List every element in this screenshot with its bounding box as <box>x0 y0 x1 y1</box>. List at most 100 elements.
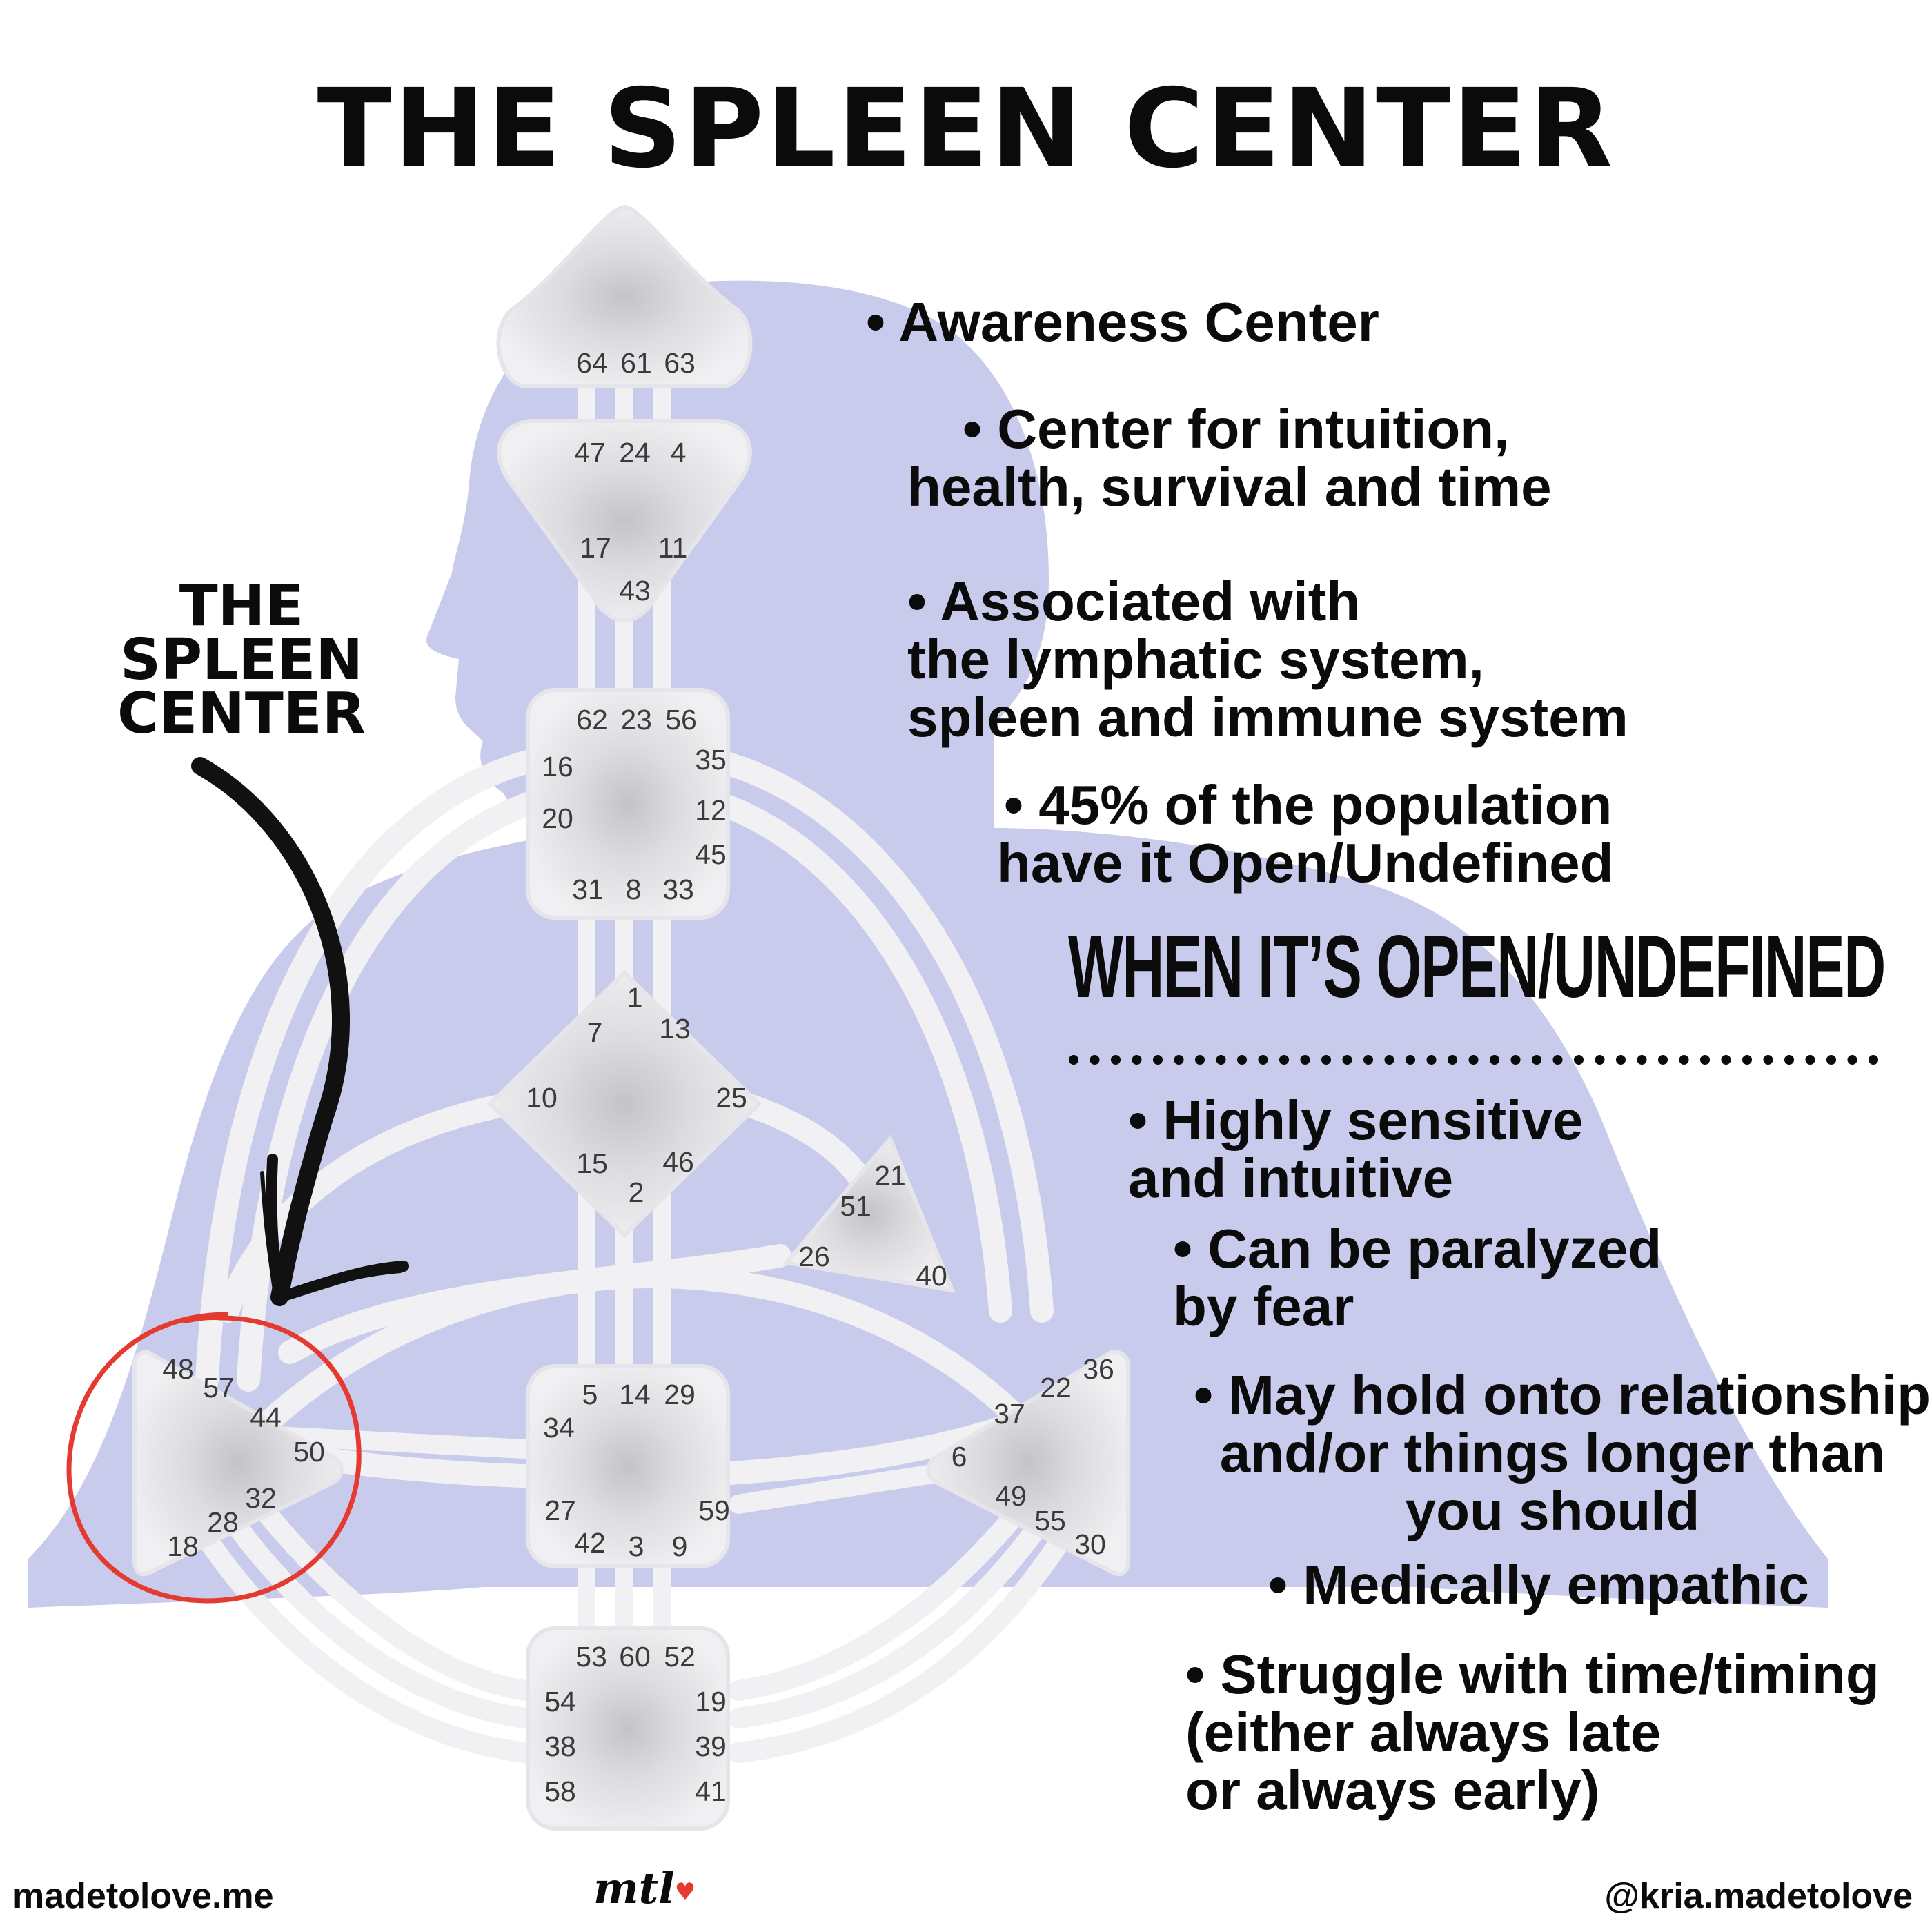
gate-number: 61 <box>620 347 652 379</box>
gate-number: 14 <box>619 1379 651 1410</box>
gate-number: 62 <box>576 704 608 736</box>
trait-fear: • Can be paralyzed by fear <box>1173 1220 1662 1336</box>
gate-number: 5 <box>582 1379 598 1410</box>
gate-number: 48 <box>162 1353 194 1385</box>
gate-number: 34 <box>543 1412 575 1443</box>
logo-text: mtl <box>593 1863 675 1913</box>
spleen-center-label: THE SPLEEN CENTER <box>28 573 455 747</box>
gate-number: 63 <box>664 347 696 379</box>
gate-number: 24 <box>619 437 651 469</box>
gate-number: 29 <box>664 1379 696 1410</box>
fact-line: • Associated with <box>907 571 1361 632</box>
heart-center <box>782 1134 956 1293</box>
gate-number: 44 <box>250 1401 282 1433</box>
trait-line: (either always late <box>1185 1702 1662 1763</box>
trait-timing: • Struggle with time/timing (either alwa… <box>1185 1646 1880 1820</box>
gate-number: 50 <box>293 1436 325 1468</box>
gate-number: 4 <box>671 437 687 469</box>
label-line: CENTER <box>117 681 366 747</box>
page-title: THE SPLEEN CENTER <box>317 66 1615 193</box>
gate-number: 2 <box>629 1176 644 1208</box>
trait-line: • Can be paralyzed <box>1173 1218 1662 1279</box>
gate-number: 37 <box>994 1398 1025 1430</box>
gate-number: 54 <box>544 1686 576 1717</box>
open-undefined-heading: WHEN IT’S OPEN/UNDEFINED <box>1068 918 1886 1016</box>
root-center <box>526 1626 730 1831</box>
gate-number: 16 <box>542 751 573 782</box>
gate-number: 33 <box>662 874 694 905</box>
trait-empathic: • Medically empathic <box>1268 1554 1809 1615</box>
fact-population: • 45% of the population have it Open/Und… <box>997 776 1613 892</box>
fact-line: • 45% of the population <box>1004 774 1613 836</box>
gate-number: 51 <box>840 1190 871 1222</box>
gate-number: 58 <box>544 1775 576 1807</box>
gate-number: 38 <box>544 1731 576 1762</box>
gate-number: 1 <box>627 982 643 1014</box>
gate-number: 59 <box>698 1495 730 1526</box>
gate-number: 27 <box>544 1495 576 1526</box>
gate-number: 43 <box>619 575 651 607</box>
gate-number: 8 <box>626 874 642 905</box>
gate-number: 47 <box>574 437 606 469</box>
gate-number: 45 <box>695 838 727 870</box>
spleen-center <box>132 1350 344 1577</box>
fact-line: have it Open/Undefined <box>997 832 1614 894</box>
gate-number: 9 <box>672 1530 688 1562</box>
gate-number: 40 <box>916 1260 947 1292</box>
throat-center <box>526 688 730 920</box>
gate-number: 26 <box>798 1241 830 1272</box>
trait-line: or always early) <box>1185 1759 1600 1821</box>
label-line: SPLEEN <box>119 627 364 693</box>
footer-handle: @kria.madetolove <box>1604 1876 1913 1916</box>
trait-line: and intuitive <box>1128 1147 1454 1209</box>
footer-website: madetolove.me <box>12 1876 274 1916</box>
trait-line: you should <box>1405 1480 1700 1541</box>
label-line: THE <box>179 573 304 639</box>
gate-number: 17 <box>580 532 611 564</box>
gate-number: 10 <box>526 1082 558 1114</box>
g-center <box>486 969 762 1239</box>
gate-number: 30 <box>1074 1528 1106 1560</box>
trait-sensitive: • Highly sensitive and intuitive <box>1128 1092 1583 1208</box>
fact-line: • Center for intuition, <box>963 398 1510 460</box>
highlight-circle <box>66 1312 362 1604</box>
gate-number: 52 <box>664 1641 696 1673</box>
gate-number: 22 <box>1040 1372 1072 1403</box>
gate-number: 6 <box>952 1441 967 1472</box>
trait-line: • Struggle with time/timing <box>1185 1644 1880 1705</box>
fact-intuition: • Center for intuition, health, survival… <box>907 400 1552 516</box>
gate-number: 18 <box>167 1530 199 1562</box>
fact-awareness: • Awareness Center <box>866 291 1379 353</box>
gate-number: 7 <box>587 1016 603 1048</box>
trait-line: by fear <box>1173 1276 1354 1337</box>
solar-plexus-center <box>926 1350 1130 1577</box>
gate-number: 13 <box>659 1013 691 1045</box>
gate-number: 53 <box>575 1641 607 1673</box>
gate-number: 19 <box>695 1686 727 1717</box>
fact-line: spleen and immune system <box>907 687 1628 748</box>
gate-number: 49 <box>995 1480 1027 1512</box>
logo: mtl♥ <box>593 1863 696 1913</box>
gate-number: 3 <box>629 1530 644 1562</box>
trait-line: • Highly sensitive <box>1128 1090 1584 1151</box>
gate-number: 28 <box>207 1506 239 1538</box>
gate-number: 23 <box>620 704 652 736</box>
gate-number: 60 <box>619 1641 651 1673</box>
ajna-center <box>497 419 752 622</box>
trait-line: • May hold onto relationships <box>1194 1364 1932 1426</box>
gate-number: 36 <box>1083 1353 1114 1385</box>
arrow-icon <box>191 757 409 1306</box>
gate-number: 32 <box>245 1482 277 1514</box>
gate-number: 12 <box>695 794 727 826</box>
head-center <box>496 204 753 388</box>
trait-hold-on: • May hold onto relationships and/or thi… <box>1194 1364 1932 1541</box>
gate-number: 25 <box>716 1082 747 1114</box>
fact-associated: • Associated with the lymphatic system, … <box>907 573 1628 747</box>
fact-line: the lymphatic system, <box>907 629 1484 690</box>
fact-line: health, survival and time <box>907 456 1552 518</box>
heart-icon: ♥ <box>674 1878 696 1906</box>
gate-number: 42 <box>574 1527 606 1559</box>
dotted-divider <box>1069 1055 1897 1065</box>
gate-number: 35 <box>695 744 727 776</box>
